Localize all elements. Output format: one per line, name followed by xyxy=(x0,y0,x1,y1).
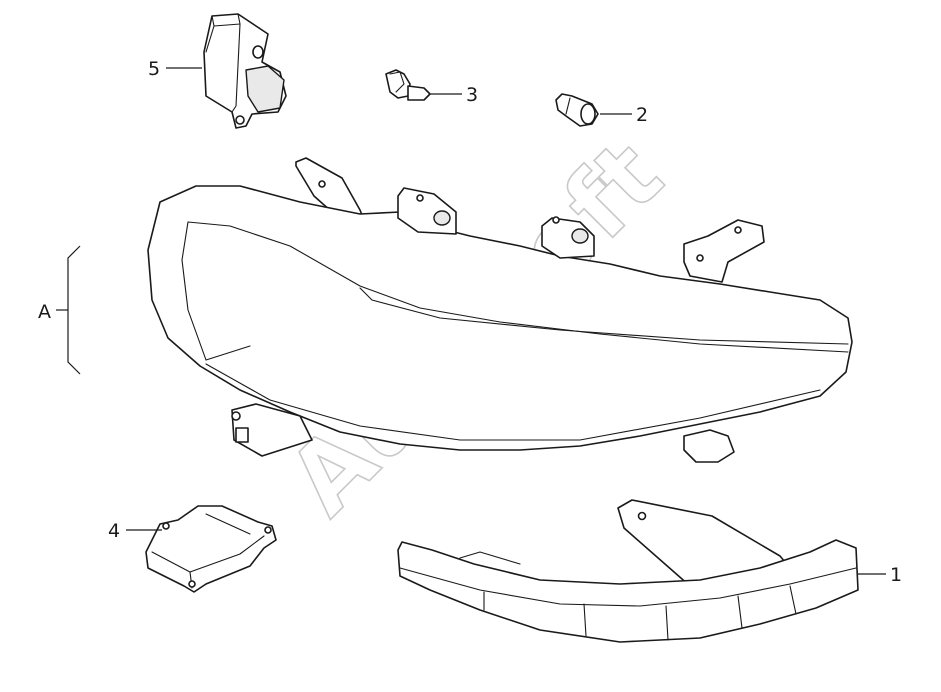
headlamp-assembly xyxy=(147,157,853,463)
callout-4: 4 xyxy=(108,520,162,542)
callout-number-1: 1 xyxy=(890,564,902,586)
callout-number-4: 4 xyxy=(108,520,120,542)
part-2-bulb xyxy=(555,93,599,127)
callout-number-2: 2 xyxy=(636,104,648,126)
callout-3: 3 xyxy=(430,84,478,106)
part-5-module xyxy=(203,13,287,129)
callout-number-3: 3 xyxy=(466,84,478,106)
callout-5: 5 xyxy=(148,58,202,80)
callout-1: 1 xyxy=(858,564,902,586)
callout-number-5: 5 xyxy=(148,58,160,80)
part-3-bulb xyxy=(385,69,431,101)
callout-2: 2 xyxy=(600,104,648,126)
part-4-control-unit xyxy=(145,505,277,593)
part-1-trim-bracket xyxy=(397,499,859,643)
callout-label-a: A xyxy=(38,301,51,323)
group-bracket-a: A xyxy=(38,245,81,375)
